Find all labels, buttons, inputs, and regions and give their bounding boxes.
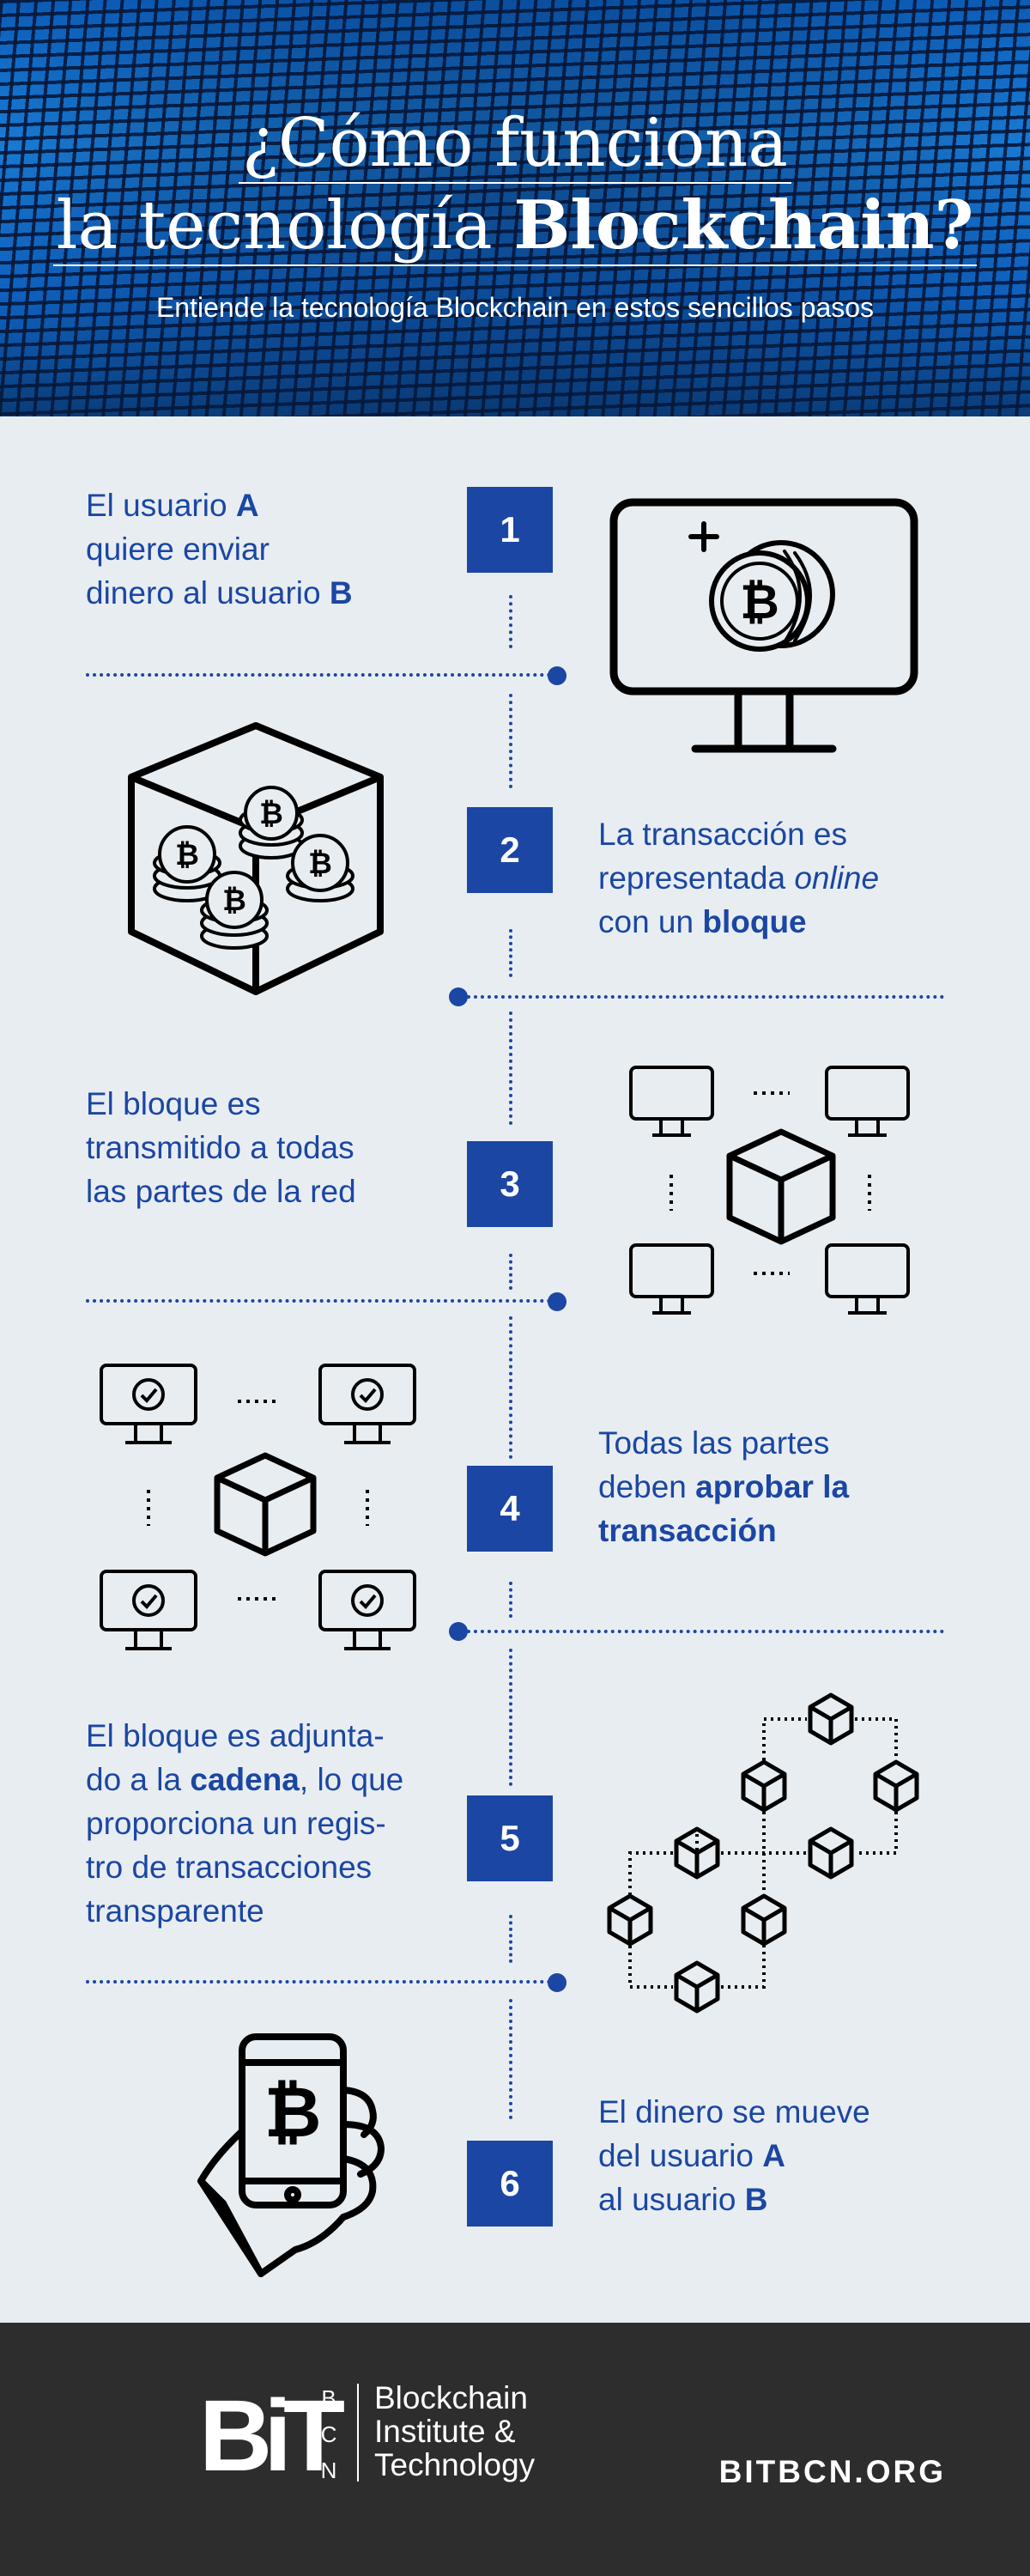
connector-vertical xyxy=(509,1316,512,1459)
step-2-text: La transacción es representada online co… xyxy=(598,817,880,939)
connector-dot xyxy=(449,987,468,1006)
page-subtitle: Entiende la tecnología Blockchain en est… xyxy=(155,292,875,323)
step-number-4: 4 xyxy=(467,1466,553,1552)
title-prefix: la tecnología xyxy=(56,187,493,264)
connector-horizontal xyxy=(460,1630,944,1633)
org-name-line-3: Technology xyxy=(374,2447,536,2482)
org-name-line-1: Blockchain xyxy=(374,2380,528,2415)
connector-vertical xyxy=(509,1915,512,1963)
header-shade xyxy=(0,0,1030,416)
connector-horizontal xyxy=(86,673,558,677)
step-number-2: 2 xyxy=(467,807,553,893)
network-approval-icon xyxy=(100,1364,416,1650)
connector-vertical xyxy=(509,1012,512,1125)
connector-dot xyxy=(548,1292,566,1311)
step-4-text: Todas las partes deben aprobar la transa… xyxy=(598,1425,850,1548)
connector-dot xyxy=(548,1973,566,1992)
page-title-line-2: la tecnología Blockchain? xyxy=(0,192,1030,266)
connector-vertical xyxy=(509,929,512,977)
step-number-3: 3 xyxy=(467,1141,553,1227)
logo-bit: BiT xyxy=(199,2379,345,2493)
title-text-2: la tecnología Blockchain? xyxy=(52,192,978,266)
connector-vertical xyxy=(509,1999,512,2119)
logo-divider xyxy=(357,2384,359,2482)
svg-text:₿: ₿ xyxy=(259,798,283,830)
title-text-1: ¿Cómo funciona xyxy=(239,110,791,184)
org-name-line-2: Institute & xyxy=(374,2414,516,2449)
svg-text:₿: ₿ xyxy=(740,574,779,629)
footer xyxy=(0,2323,1030,2576)
step-number-5: 5 xyxy=(467,1795,553,1881)
svg-text:₿: ₿ xyxy=(175,839,199,872)
block-chain-icon xyxy=(607,1692,919,2014)
title-bold: Blockchain? xyxy=(513,186,974,264)
svg-text:₿: ₿ xyxy=(222,884,246,917)
connector-horizontal xyxy=(86,1980,558,1984)
connector-dot xyxy=(449,1622,468,1641)
logo-letter: N xyxy=(320,2458,337,2483)
connector-horizontal xyxy=(86,1299,558,1303)
header-banner: ¿Cómo funciona la tecnología Blockchain?… xyxy=(0,0,1030,416)
connector-horizontal xyxy=(460,995,944,999)
monitor-bitcoin-icon: ₿ xyxy=(609,498,918,753)
step-5-text: El bloque es adjunta- do a la cadena, lo… xyxy=(86,1718,404,1929)
site-url-link[interactable]: BITBCN.ORG xyxy=(718,2454,946,2489)
cube-coins-icon: ₿ ₿ ₿ ₿ xyxy=(128,722,384,995)
logo-letter: C xyxy=(320,2421,337,2447)
step-number-1: 1 xyxy=(467,487,553,573)
svg-text:₿: ₿ xyxy=(308,848,332,880)
logo-letter: B xyxy=(321,2385,336,2411)
connector-vertical xyxy=(509,1649,512,1786)
step-3-text: El bloque es transmitido a todas las par… xyxy=(86,1086,356,1209)
step-number-6: 6 xyxy=(467,2141,553,2227)
connector-vertical xyxy=(509,694,512,788)
hand-phone-bitcoin-icon: ₿ xyxy=(197,2033,385,2277)
step-6-text: El dinero se mueve del usuario A al usua… xyxy=(598,2094,870,2217)
step-1-text: El usuario A quiere enviar dinero al usu… xyxy=(86,488,353,611)
network-broadcast-icon xyxy=(629,1066,910,1315)
connector-dot xyxy=(548,666,566,685)
logo-bcn: B C N xyxy=(314,2387,343,2482)
svg-text:₿: ₿ xyxy=(264,2074,322,2152)
connector-vertical xyxy=(509,595,512,648)
connector-vertical xyxy=(509,1582,512,1618)
connector-vertical xyxy=(509,1254,512,1290)
page-title-line-1: ¿Cómo funciona xyxy=(0,110,1030,184)
